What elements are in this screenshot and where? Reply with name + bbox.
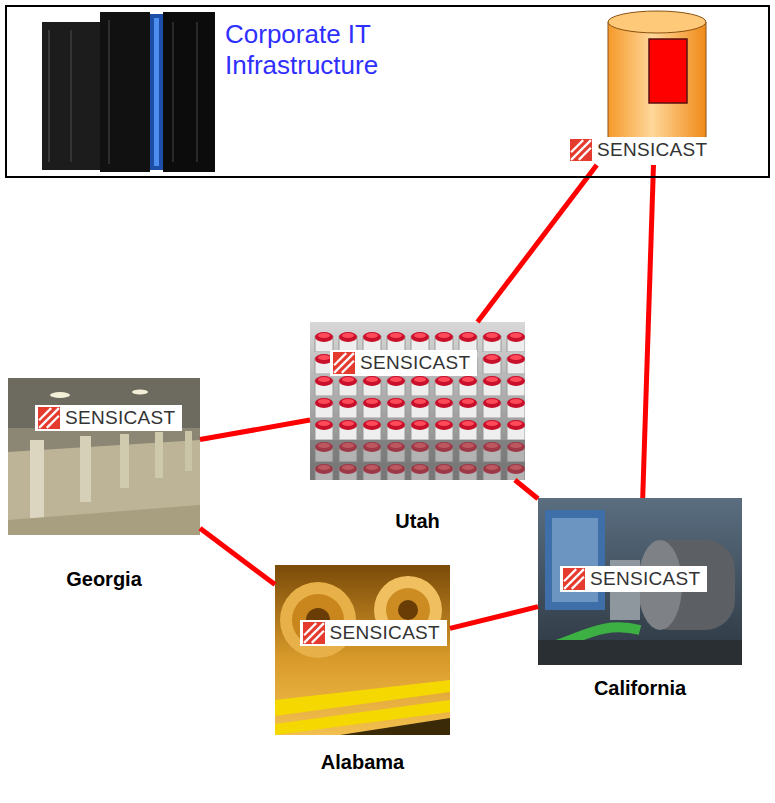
lab-vials-photo bbox=[310, 322, 525, 480]
sensicast-badge: SENSICAST bbox=[560, 566, 707, 592]
badge-text: SENSICAST bbox=[597, 139, 707, 161]
sensicast-icon bbox=[563, 568, 585, 590]
site-node: SENSICASTGeorgia bbox=[8, 378, 200, 535]
parking-garage-photo-part bbox=[30, 440, 44, 520]
cylinder-body bbox=[608, 22, 706, 152]
parking-garage-photo-part bbox=[50, 392, 70, 398]
mainframe-illustration-part bbox=[70, 30, 72, 162]
parking-garage-photo-part bbox=[185, 431, 192, 471]
badge-text: SENSICAST bbox=[360, 352, 470, 374]
network-link bbox=[450, 607, 538, 629]
mainframe-illustration-part bbox=[100, 12, 150, 172]
sensicast-icon bbox=[38, 407, 60, 429]
database-cylinder bbox=[605, 9, 709, 155]
site-node: SENSICASTCalifornia bbox=[538, 498, 742, 665]
steel-coils-photo bbox=[275, 565, 450, 735]
sensicast-icon-shape bbox=[563, 568, 585, 590]
network-link bbox=[643, 165, 654, 498]
sensicast-badge: SENSICAST bbox=[300, 620, 447, 646]
badge-text: SENSICAST bbox=[330, 622, 440, 644]
badge-text: SENSICAST bbox=[590, 568, 700, 590]
sensicast-badge: SENSICAST bbox=[567, 137, 714, 163]
sensicast-icon bbox=[303, 622, 325, 644]
site-node: SENSICASTUtah bbox=[310, 322, 525, 480]
lab-vials-photo-part bbox=[310, 322, 525, 480]
sensicast-icon bbox=[333, 352, 355, 374]
parking-garage-photo-part bbox=[8, 505, 200, 535]
steel-coils-photo-part bbox=[398, 600, 418, 620]
industrial-machinery-photo bbox=[538, 498, 742, 665]
database-node: SENSICAST bbox=[565, 9, 747, 165]
site-label: Alabama bbox=[321, 751, 404, 774]
box-title: Corporate IT Infrastructure bbox=[225, 19, 440, 81]
mainframe-illustration bbox=[42, 12, 215, 172]
site-node: SENSICASTAlabama bbox=[275, 565, 450, 735]
steel-coils-photo-part bbox=[275, 700, 450, 735]
network-link bbox=[515, 480, 538, 499]
mainframe-illustration-part bbox=[48, 30, 50, 162]
cylinder-top bbox=[608, 11, 706, 33]
site-label: Utah bbox=[395, 510, 439, 533]
parking-garage-photo-part bbox=[132, 390, 148, 395]
parking-garage-photo bbox=[8, 378, 200, 535]
industrial-machinery-photo-part bbox=[538, 640, 742, 665]
network-link bbox=[200, 420, 310, 439]
site-label: California bbox=[594, 677, 686, 700]
sensicast-icon-shape bbox=[570, 139, 592, 161]
sensicast-icon bbox=[570, 139, 592, 161]
network-link bbox=[200, 528, 275, 584]
sensicast-icon-shape bbox=[333, 352, 355, 374]
industrial-machinery-photo-part bbox=[545, 510, 605, 610]
mainframe-illustration-part bbox=[172, 22, 174, 162]
sensicast-icon-shape bbox=[303, 622, 325, 644]
steel-coils-photo-part bbox=[340, 718, 450, 735]
database-record bbox=[649, 39, 687, 103]
lab-vials-photo-part bbox=[310, 440, 525, 480]
mainframe-illustration-part bbox=[42, 22, 100, 170]
sensicast-icon-shape bbox=[38, 407, 60, 429]
parking-garage-photo-part bbox=[80, 436, 91, 502]
badge-text: SENSICAST bbox=[65, 407, 175, 429]
lab-vials-photo-part bbox=[310, 332, 525, 480]
mainframe-illustration-part bbox=[108, 20, 110, 164]
parking-garage-photo-part bbox=[8, 378, 200, 535]
sensicast-badge: SENSICAST bbox=[330, 350, 477, 376]
mainframe-illustration-part bbox=[154, 18, 159, 166]
mainframe-illustration-part bbox=[196, 22, 198, 162]
parking-garage-photo-part bbox=[120, 434, 129, 488]
site-label: Georgia bbox=[66, 568, 142, 591]
industrial-machinery-photo-part bbox=[538, 498, 742, 665]
sensicast-badge: SENSICAST bbox=[35, 405, 182, 431]
network-link bbox=[478, 165, 597, 322]
infrastructure-box: Corporate IT InfrastructureSENSICAST bbox=[5, 5, 770, 178]
steel-coils-photo-part bbox=[275, 565, 450, 735]
mainframe-illustration-part bbox=[163, 12, 215, 172]
mainframe-illustration-part bbox=[150, 14, 163, 170]
parking-garage-photo-part bbox=[155, 432, 163, 478]
